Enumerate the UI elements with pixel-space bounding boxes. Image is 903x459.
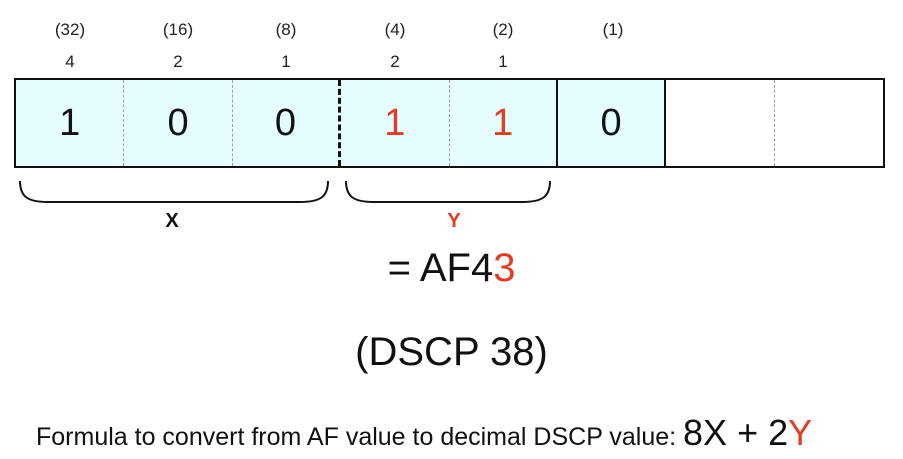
bit-cell: 1 [449, 80, 558, 166]
value-label: 1 [281, 52, 291, 71]
dscp-bit-field: 1 0 0 1 1 0 [14, 78, 885, 168]
formula-line: Formula to convert from AF value to deci… [36, 412, 812, 454]
formula-expression-y: Y [788, 412, 813, 453]
y-brace [345, 180, 551, 203]
af-result-prefix: = AF4 [387, 246, 494, 290]
value-label: 2 [390, 52, 400, 71]
weight-label: (16) [162, 20, 194, 39]
formula-expression-prefix: 8X + 2 [683, 412, 789, 453]
bit-cell: 1 [341, 80, 450, 166]
weight-label: (4) [384, 20, 406, 39]
af-result-drop: 3 [493, 246, 516, 290]
value-label: 4 [65, 52, 75, 71]
weight-label: (8) [275, 20, 297, 39]
formula-text: Formula to convert from AF value to deci… [36, 423, 677, 451]
dscp-result: (DSCP 38) [355, 330, 548, 374]
bit-cell: 0 [557, 80, 667, 166]
bit-cell: 0 [232, 80, 342, 166]
bit-cell: 1 [16, 80, 125, 166]
af-result: = AF43 [0, 246, 903, 291]
weight-label: (32) [54, 20, 86, 39]
group-braces [19, 180, 551, 203]
bit-cell-empty [666, 80, 775, 166]
y-label: Y [447, 210, 461, 232]
weight-label: (2) [492, 20, 514, 39]
bit-cell-empty [774, 80, 883, 166]
weight-label: (1) [602, 20, 624, 39]
x-brace [19, 180, 329, 203]
value-label: 2 [173, 52, 183, 71]
bit-cell: 0 [124, 80, 233, 166]
x-label: X [165, 210, 179, 232]
value-label: 1 [498, 52, 508, 71]
